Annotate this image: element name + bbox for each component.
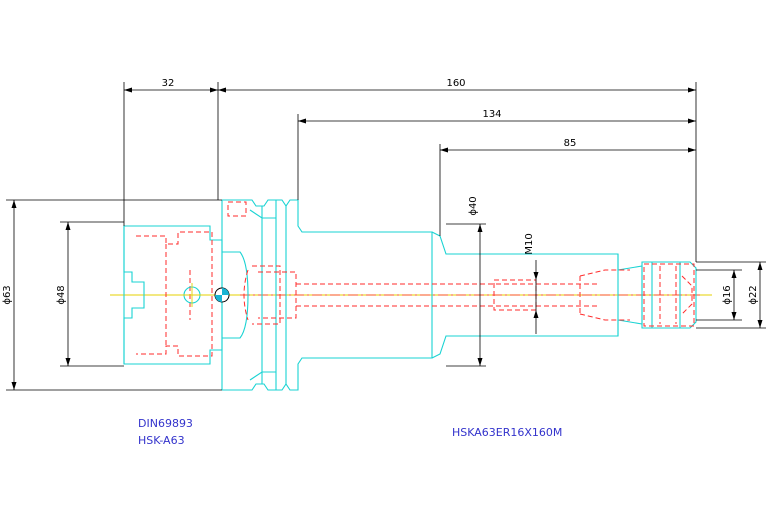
dim-32: 32 — [162, 78, 175, 89]
dim-dia63: ϕ63 — [2, 285, 13, 304]
dim-134: 134 — [482, 109, 501, 120]
dim-m10: M10 — [524, 233, 535, 254]
collet-nut-outline — [641, 261, 697, 329]
dim-dia40: ϕ40 — [468, 196, 479, 215]
dim-dia22: ϕ22 — [748, 285, 759, 304]
dimension-lines — [6, 82, 766, 391]
label-standard: DIN69893 — [138, 417, 193, 430]
dim-85: 85 — [564, 138, 577, 149]
collet-nut-hidden — [643, 263, 695, 327]
dim-dia16: ϕ16 — [722, 285, 733, 304]
flange-outline — [222, 199, 433, 391]
dim-160: 160 — [446, 78, 465, 89]
label-interface: HSK-A63 — [138, 434, 185, 447]
label-model: HSKA63ER16X160M — [452, 426, 562, 439]
dim-dia48: ϕ48 — [56, 285, 67, 304]
body-hidden-bore — [296, 269, 630, 321]
gauge-mark — [214, 287, 230, 303]
flange-hidden — [227, 201, 297, 325]
